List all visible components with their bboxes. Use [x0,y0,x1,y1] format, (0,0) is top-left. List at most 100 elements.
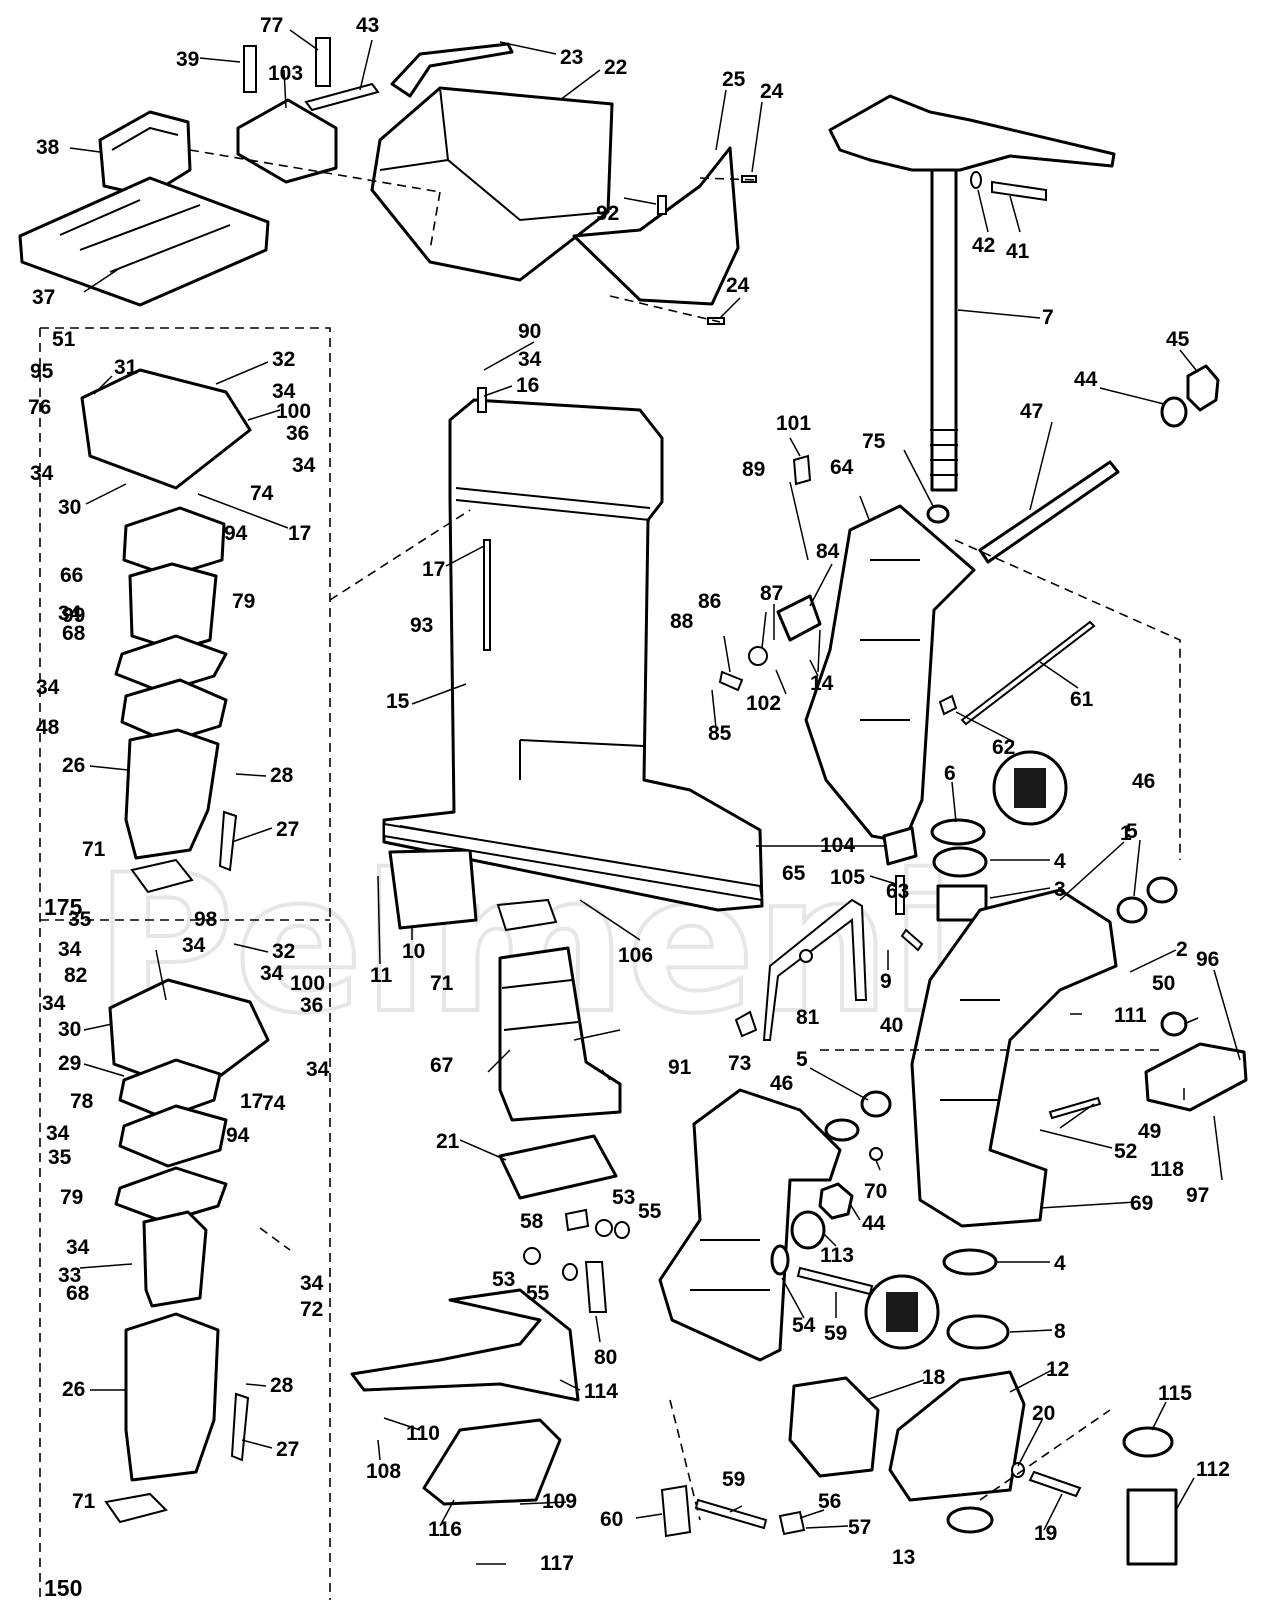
gasket-71b [496,898,558,932]
steering-shaft [930,168,958,492]
callout-3: 3 [1054,878,1066,901]
callout-34-b: 34 [292,454,316,477]
callout-11: 11 [370,964,393,987]
switch-84 [776,594,822,642]
callout-49: 49 [1138,1120,1161,1143]
callout-41: 41 [1006,240,1030,263]
cover-plate [388,848,478,930]
plate-29 [118,1058,222,1120]
exhaust-seal [498,1134,618,1200]
callout-10: 10 [402,940,425,963]
washer-70 [869,1147,883,1161]
callout-76: 76 [28,396,51,419]
callout-22: 22 [604,56,627,79]
callout-42: 42 [972,234,995,257]
lever-88 [718,670,744,692]
callout-62: 62 [992,736,1015,759]
callout-59-upper: 59 [824,1322,847,1345]
callout-55-upper: 55 [638,1200,662,1223]
callout-30-150: 30 [58,1018,81,1041]
callout-106: 106 [618,944,653,967]
callout-75: 75 [862,430,886,453]
screw-92 [657,195,667,215]
callout-115: 115 [1158,1382,1192,1405]
callout-4-lower: 4 [1054,1252,1066,1275]
callout-34-j: 34 [306,1058,330,1081]
exhaust-tube [498,946,622,1122]
bolt-39 [243,45,257,93]
callout-86: 86 [698,590,721,613]
washer-55a [614,1221,630,1239]
carry-handle [390,42,514,98]
housing-68a [128,562,218,652]
strip-106 [383,822,764,902]
callout-28-175: 28 [270,764,294,787]
callout-97: 97 [1186,1184,1209,1207]
callout-53-upper: 53 [612,1186,635,1209]
parts-artwork [18,37,1248,1566]
callout-114: 114 [584,1380,618,1403]
washer-44a [1160,396,1188,428]
callout-34-f: 34 [58,938,82,961]
bushing-58 [564,1208,590,1232]
stud-93 [483,539,491,651]
callout-35-175: 35 [68,908,92,931]
callout-102: 102 [746,692,781,715]
section-label-175: 175 [44,894,83,920]
plug-101 [792,454,812,486]
hose-27a [218,810,238,872]
bracket-56 [778,1510,806,1536]
bolt-41 [991,180,1047,202]
gasket-79a [114,634,228,694]
plate-79a [120,678,228,744]
callout-leaders [69,29,1241,1565]
callout-12: 12 [1046,1358,1069,1381]
callout-47: 47 [1020,400,1043,423]
link-80 [584,1261,608,1313]
callout-34-k: 34 [46,1122,70,1145]
bolt-59b [694,1498,768,1530]
trim-housing-96 [1144,1042,1248,1112]
callout-34-c: 34 [30,462,54,485]
callout-15: 15 [386,690,410,713]
callout-96: 96 [1196,948,1219,971]
lever-65 [762,898,868,1041]
section-label-150: 150 [44,1575,82,1601]
callout-59-lower: 59 [722,1468,745,1491]
callout-73: 73 [728,1052,751,1075]
assembly-guides [189,149,1181,1521]
callout-34-m: 34 [300,1272,324,1295]
callout-111: 111 [1114,1004,1147,1027]
knob-73 [734,1010,758,1038]
callout-82: 82 [64,964,87,987]
callout-38: 38 [36,136,60,159]
exhaust-cover-gasket [18,176,270,307]
nut-44b [818,1182,854,1220]
callout-34-g: 34 [182,934,206,957]
callout-45: 45 [1166,328,1190,351]
callout-51: 51 [52,328,76,351]
seal-4b [942,1248,998,1276]
callout-37: 37 [32,286,55,309]
callout-108: 108 [366,1460,401,1483]
callout-17-lower: 17 [240,1090,263,1113]
callout-27-150: 27 [276,1438,299,1461]
callout-34-d: 34 [58,602,82,625]
callout-80: 80 [594,1346,617,1369]
plate-66 [122,506,226,578]
callout-66: 66 [60,564,83,587]
hose-27b [230,1392,250,1462]
callout-35-150: 35 [48,1146,72,1169]
callout-32-150: 32 [272,940,295,963]
bushing-8 [946,1314,1010,1350]
bolt-105 [895,875,905,915]
callout-54: 54 [792,1314,816,1337]
shield-114 [350,1288,580,1402]
callout-63: 63 [886,880,909,903]
seal-4a [932,846,988,878]
callout-26-175: 26 [62,754,85,777]
callout-61: 61 [1070,688,1094,711]
steering-shaft-spline [930,429,958,476]
gasket-79b [114,1166,228,1224]
